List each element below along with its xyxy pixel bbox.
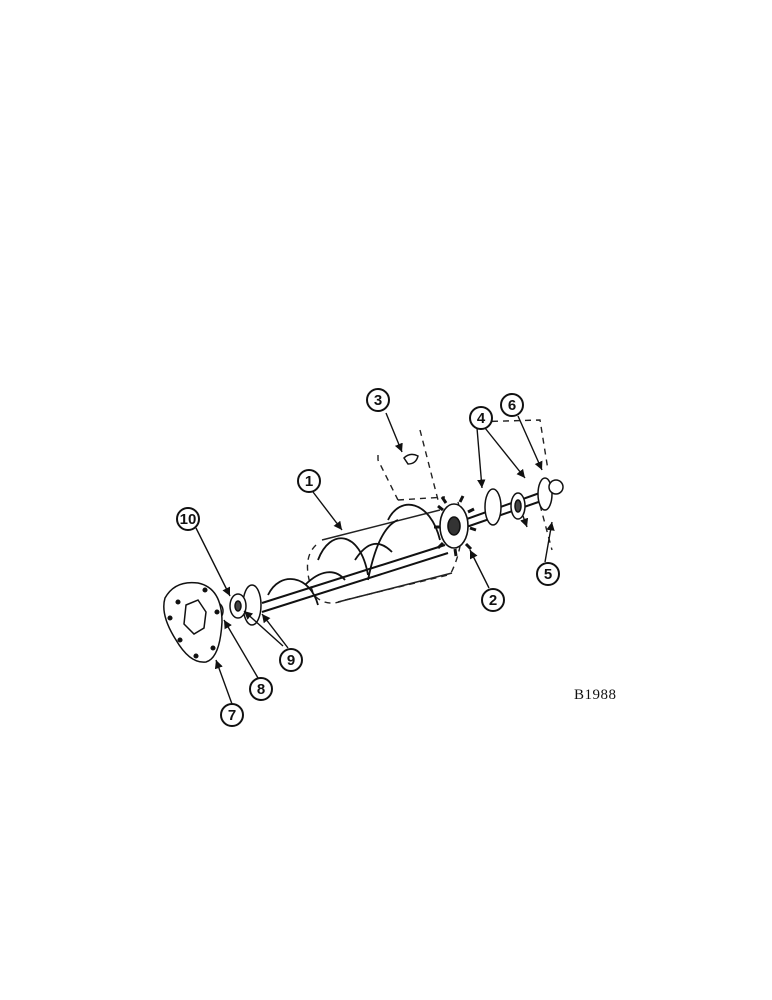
- callout-5: 5: [536, 562, 560, 586]
- auger-flighting: [267, 503, 441, 606]
- callout-4: 4: [469, 406, 493, 430]
- svg-text:10: 10: [180, 511, 197, 528]
- right-bearing: [484, 477, 564, 526]
- svg-text:5: 5: [544, 566, 552, 583]
- svg-text:4: 4: [477, 410, 486, 427]
- leader-lines: [195, 412, 555, 705]
- shaft-key: [403, 453, 419, 465]
- callout-10: 10: [176, 507, 200, 531]
- mounting-plate: [163, 581, 223, 663]
- svg-text:7: 7: [228, 707, 236, 724]
- callout-3: 3: [366, 388, 390, 412]
- svg-text:8: 8: [257, 681, 265, 698]
- svg-text:2: 2: [489, 592, 497, 609]
- svg-text:1: 1: [305, 473, 313, 490]
- svg-text:3: 3: [374, 392, 382, 409]
- figure-code: B1988: [574, 687, 617, 703]
- callout-7: 7: [220, 703, 244, 727]
- sprocket: [434, 495, 477, 557]
- svg-text:6: 6: [508, 397, 516, 414]
- callout-2: 2: [481, 588, 505, 612]
- callout-1: 1: [297, 469, 321, 493]
- auger-shaft: [261, 489, 551, 613]
- svg-text:9: 9: [287, 652, 295, 669]
- callout-9: 9: [279, 648, 303, 672]
- auger-tube: [321, 509, 453, 603]
- callout-8: 8: [249, 677, 273, 701]
- callout-6: 6: [500, 393, 524, 417]
